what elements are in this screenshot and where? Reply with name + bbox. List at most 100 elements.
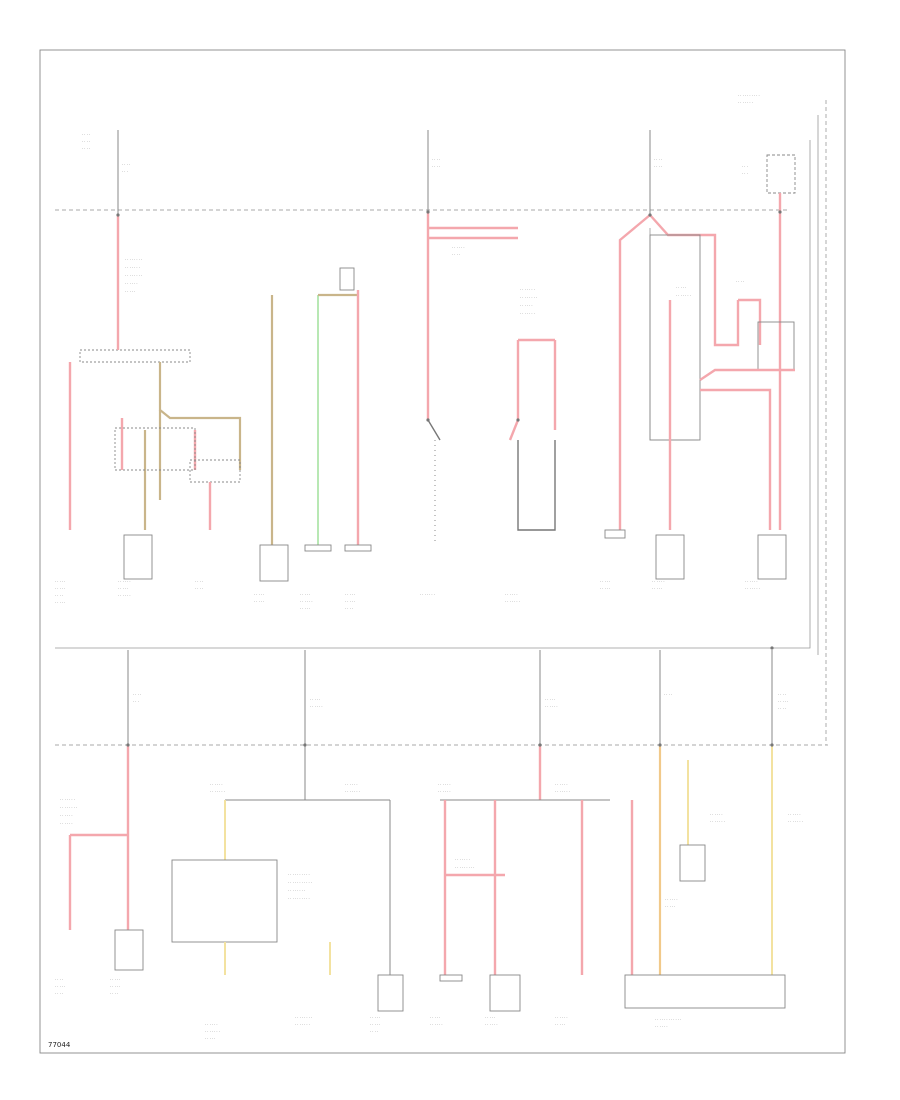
svg-text:. . . . . . .: . . . . . . .	[60, 797, 75, 801]
svg-text:. . . . . . . .: . . . . . . . .	[295, 1015, 312, 1019]
svg-text:. . . . . . . . . . .: . . . . . . . . . . .	[288, 880, 312, 884]
svg-text:. . . . . .: . . . . . .	[205, 1022, 218, 1026]
svg-text:. . . . .: . . . . .	[555, 1022, 565, 1026]
svg-text:. . . . . . .: . . . . . . .	[455, 857, 470, 861]
svg-text:. . . . .: . . . . .	[485, 1015, 495, 1019]
svg-text:. . . . . .: . . . . . .	[345, 782, 358, 786]
svg-text:. . . . . . .: . . . . . . .	[676, 293, 691, 297]
svg-text:. . . . . . .: . . . . . . .	[205, 1029, 220, 1033]
svg-text:. . . . . .: . . . . . .	[655, 1024, 668, 1028]
svg-text:. . . .: . . . .	[133, 692, 141, 696]
svg-text:. . . . . .: . . . . . .	[665, 897, 678, 901]
svg-text:. . . . . . .: . . . . . . .	[420, 592, 435, 596]
svg-text:. . . . . . .: . . . . . . .	[125, 265, 140, 269]
svg-text:. . . . . .: . . . . . .	[125, 281, 138, 285]
svg-text:. . . . . . .: . . . . . . .	[710, 819, 725, 823]
svg-text:. . . .: . . . .	[82, 139, 90, 143]
svg-text:. . . . .: . . . . .	[300, 592, 310, 596]
svg-text:. . . . . . . .: . . . . . . . .	[125, 257, 142, 261]
svg-text:. . . . . . . . .: . . . . . . . . .	[455, 865, 474, 869]
svg-text:. . . . .: . . . . .	[370, 1022, 380, 1026]
lower-seat-module-right: . . . . . . . . . . . . . . . . . . . . …	[430, 745, 610, 1026]
lower-seat-module-left: . . . . . . . . . . . . . . . . . . . . …	[171, 745, 404, 1040]
feed-hot-at-all-times-left: . . . . . . . . . . . . . . . . . . .	[82, 130, 130, 320]
svg-text:. . . .: . . . .	[432, 157, 440, 161]
svg-text:. . . . . .: . . . . . .	[118, 579, 131, 583]
svg-text:. . . . . . .: . . . . . . .	[505, 599, 520, 603]
svg-text:. . . .: . . . .	[370, 1029, 378, 1033]
svg-text:. . . . .: . . . . .	[125, 289, 135, 293]
svg-text:. . . . .: . . . . .	[205, 1036, 215, 1040]
svg-text:. . . .: . . . .	[55, 593, 63, 597]
svg-text:. . . . .: . . . . .	[652, 586, 662, 590]
svg-text:. . . .: . . . .	[654, 157, 662, 161]
component-6	[757, 534, 787, 580]
svg-text:. . . . .: . . . . .	[600, 579, 610, 583]
svg-text:. . . .: . . . .	[195, 579, 203, 583]
svg-text:. . . . .: . . . . .	[110, 984, 120, 988]
svg-text:. . . . . . . . . .: . . . . . . . . . .	[288, 872, 310, 876]
svg-text:. . . . .: . . . . .	[778, 699, 788, 703]
feed-right-upper: . . . . . . . .	[618, 130, 717, 530]
svg-text:. . . . . .: . . . . . .	[430, 1022, 443, 1026]
diagram-code: 77044	[48, 1041, 71, 1049]
svg-text:. . . .: . . . .	[195, 586, 203, 590]
svg-text:. . . .: . . . .	[345, 606, 353, 610]
svg-text:. . . . . . . . . . . .: . . . . . . . . . . . .	[655, 1017, 681, 1021]
svg-text:. . . . . . .: . . . . . . .	[345, 789, 360, 793]
svg-text:. . . . . .: . . . . . .	[452, 245, 465, 249]
svg-text:. . . .: . . . .	[778, 706, 786, 710]
svg-text:. . . . . .: . . . . . .	[60, 821, 73, 825]
svg-text:. . . . . . . .: . . . . . . . .	[288, 888, 305, 892]
svg-text:. . . . . . .: . . . . . . .	[210, 789, 225, 793]
svg-text:. . .: . . .	[742, 171, 748, 175]
svg-text:. . . . . .: . . . . . .	[788, 812, 801, 816]
svg-text:. . . . .: . . . . .	[345, 592, 355, 596]
svg-text:. . . . .: . . . . .	[55, 984, 65, 988]
svg-text:. . . . .: . . . . .	[545, 697, 555, 701]
svg-text:. . . . . .: . . . . . .	[210, 782, 223, 786]
svg-text:. . . .: . . . .	[110, 991, 118, 995]
svg-text:. . . . . .: . . . . . .	[438, 782, 451, 786]
svg-text:. . . . .: . . . . .	[310, 697, 320, 701]
right-relay-module: . . . . . . . . . . . . . . . .	[649, 234, 795, 530]
svg-text:. . .: . . .	[122, 169, 128, 173]
svg-text:. . . . .: . . . . .	[55, 579, 65, 583]
svg-text:. . . . .: . . . . .	[254, 592, 264, 596]
svg-text:. . . . .: . . . . .	[600, 586, 610, 590]
component-1	[123, 534, 153, 580]
svg-text:. . . . . .: . . . . . .	[310, 704, 323, 708]
svg-text:. . . . . .: . . . . . .	[745, 579, 758, 583]
svg-text:. . . . . .: . . . . . .	[505, 592, 518, 596]
svg-text:. . . . .: . . . . .	[254, 599, 264, 603]
component-7	[604, 529, 626, 539]
svg-text:. . .: . . .	[133, 699, 139, 703]
lower-right-module: . . . . . . . . . . . . . . . . . . . . …	[624, 745, 803, 1028]
left-fuse-module: . . . . . . . . . . . . . . . . . . . . …	[68, 257, 242, 530]
component-5	[655, 534, 685, 580]
svg-text:. . . . . . .: . . . . . . .	[788, 819, 803, 823]
svg-text:. . . . . . .: . . . . . . .	[555, 789, 570, 793]
svg-text:. . . . .: . . . . .	[55, 586, 65, 590]
svg-text:. . . .: . . . .	[82, 132, 90, 136]
svg-text:. . . . . . .: . . . . . . .	[520, 287, 535, 291]
svg-text:. . . . . . .: . . . . . . .	[520, 311, 535, 315]
svg-text:. . . .: . . . .	[55, 977, 63, 981]
svg-text:. . . .: . . . .	[432, 164, 440, 168]
svg-text:. . . . .: . . . . .	[110, 977, 120, 981]
svg-text:. . . . . . . .: . . . . . . . .	[125, 273, 142, 277]
svg-text:. . . . . .: . . . . . .	[545, 704, 558, 708]
upper-labels: . . . . . . . . . . . . . . . . . . . . …	[55, 579, 760, 610]
svg-text:. . . . . .: . . . . . .	[520, 303, 533, 307]
svg-text:. . . . . . . .: . . . . . . . .	[520, 295, 537, 299]
svg-text:. . . .: . . . .	[664, 692, 672, 696]
svg-text:. . . .: . . . .	[736, 279, 744, 283]
svg-text:. . . . .: . . . . .	[665, 904, 675, 908]
svg-text:. . . .: . . . .	[82, 146, 90, 150]
diagram-frame	[39, 49, 846, 1054]
svg-text:. . .: . . .	[742, 164, 748, 168]
svg-text:. . . .: . . . .	[778, 692, 786, 696]
svg-text:. . . .: . . . .	[452, 252, 460, 256]
svg-text:. . . . .: . . . . .	[300, 606, 310, 610]
